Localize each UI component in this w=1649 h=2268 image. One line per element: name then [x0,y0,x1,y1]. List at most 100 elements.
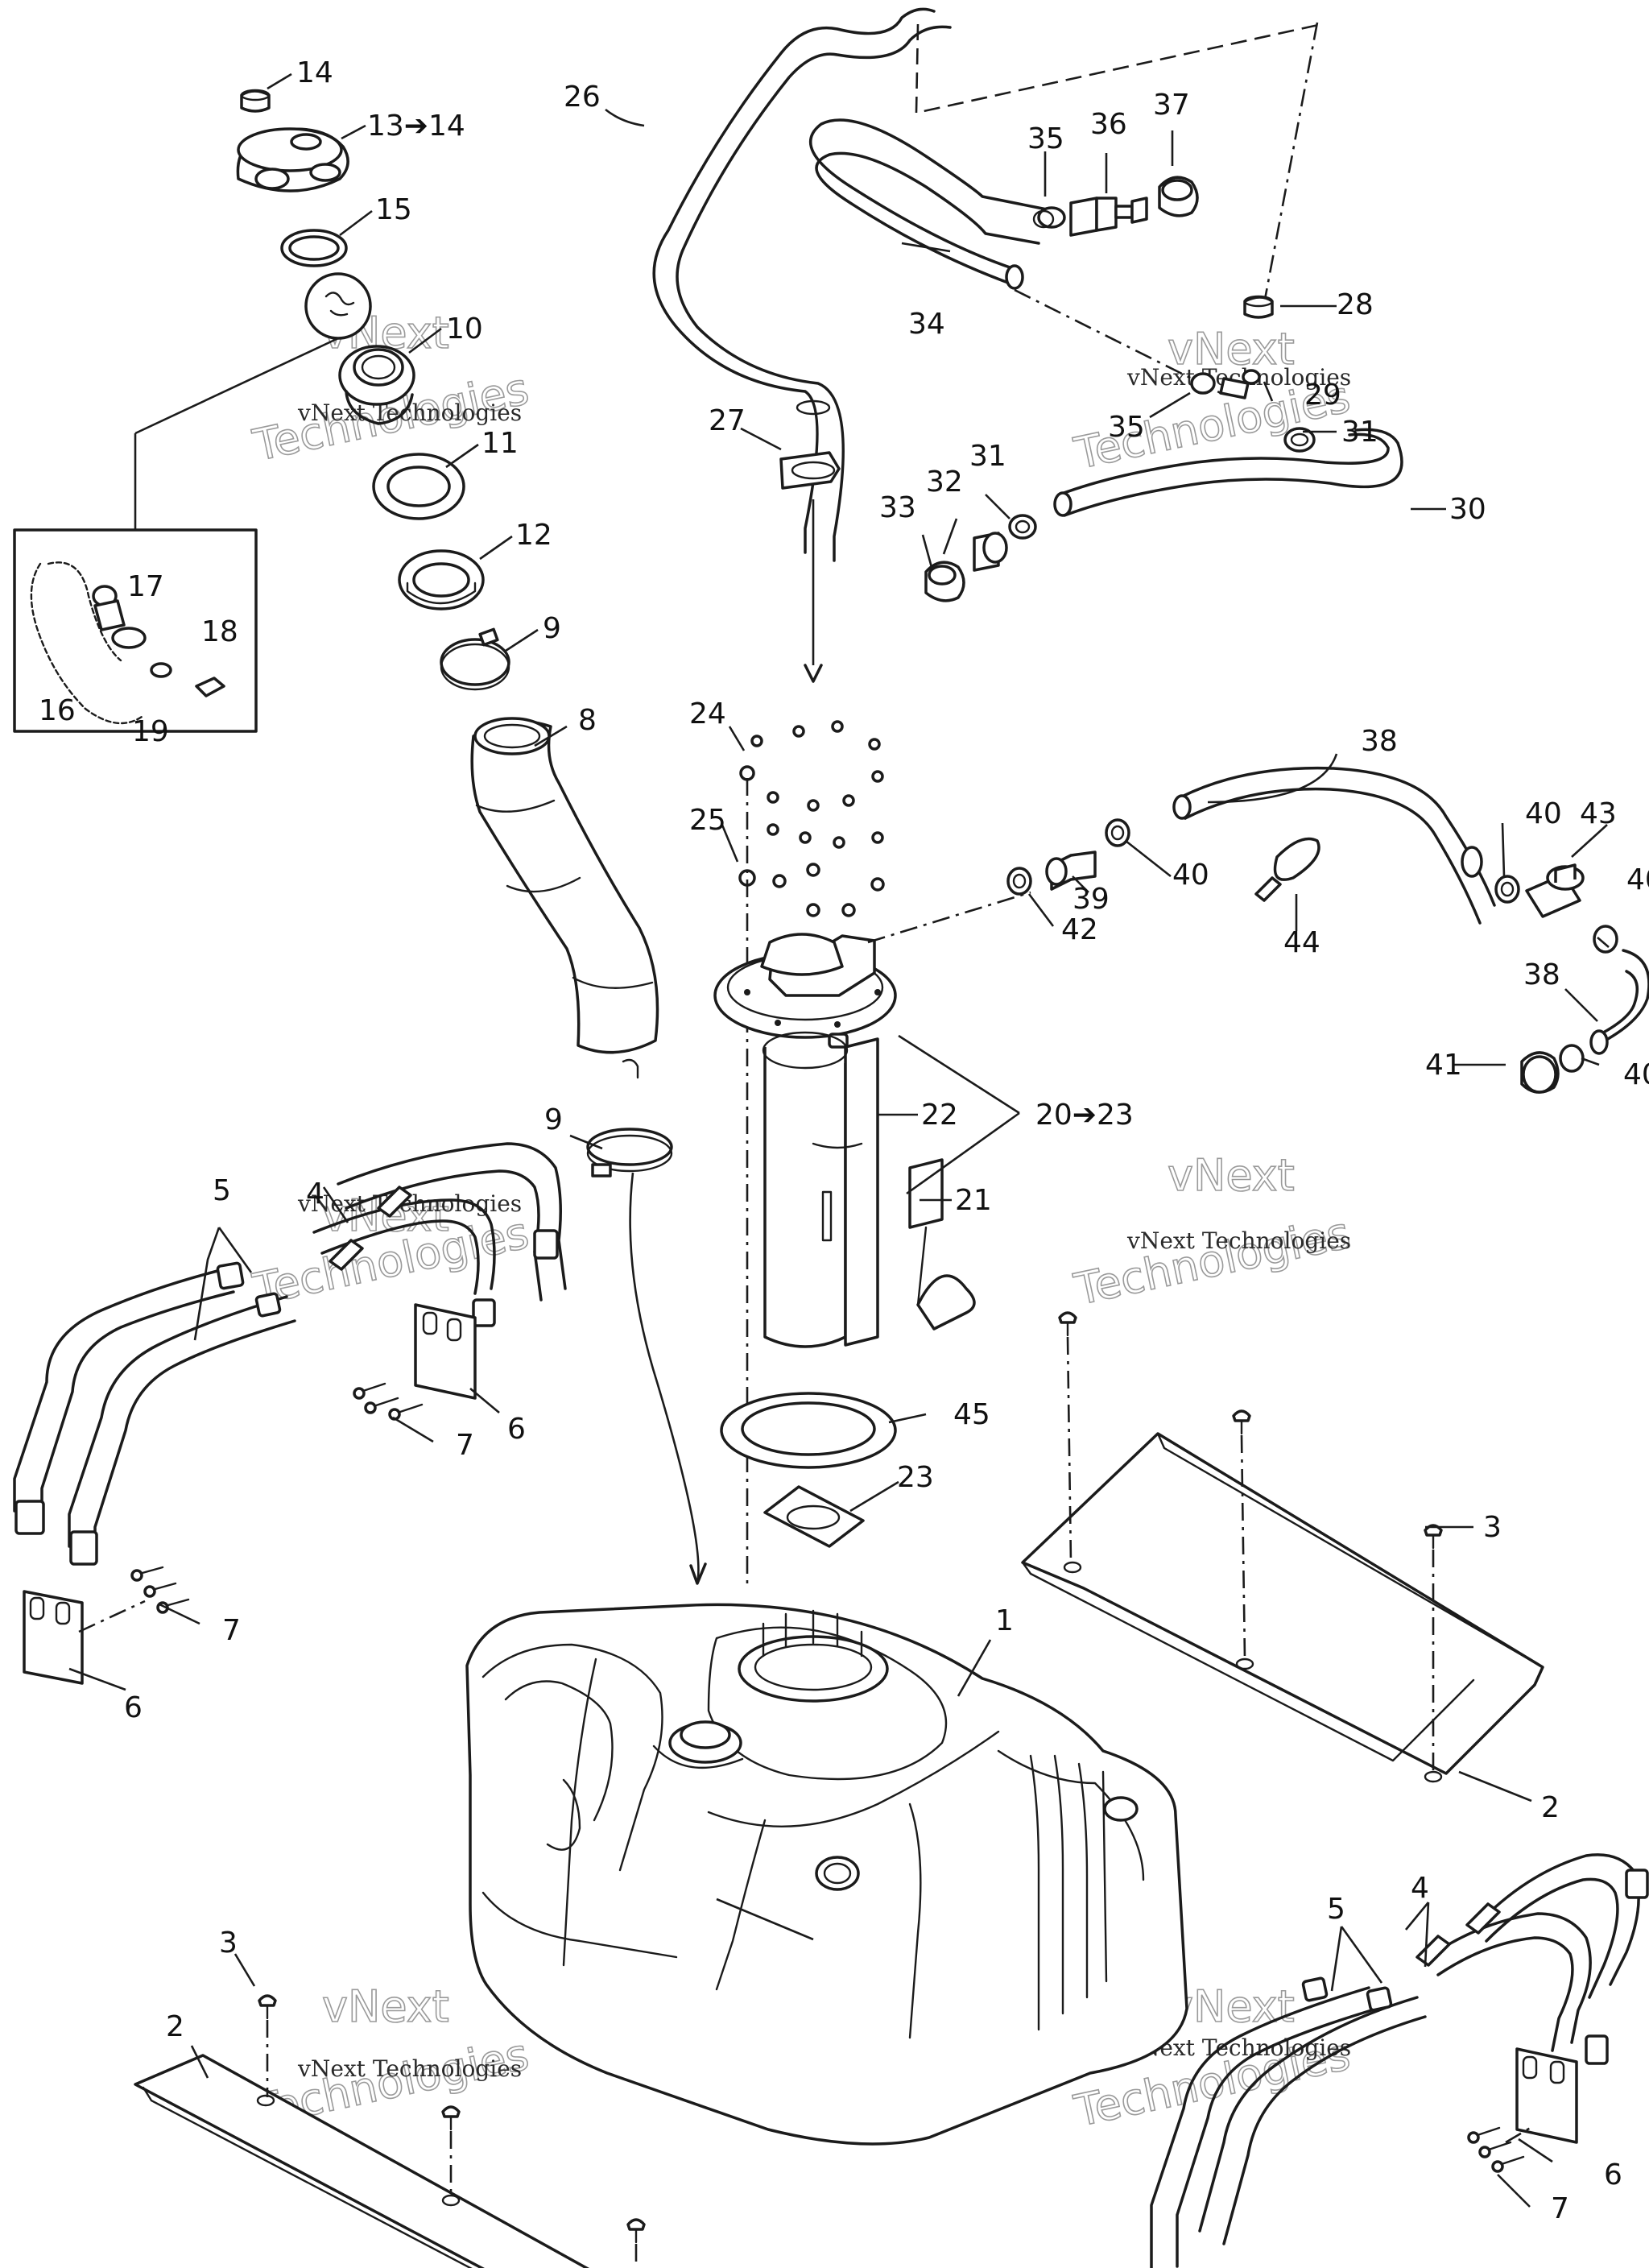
watermark-logo-top: vNext [1168,1150,1295,1201]
callout-29: 29 [1304,379,1341,412]
callout-15: 15 [375,193,412,226]
check-valve-36 [1069,197,1148,237]
vent-hose-26 [652,7,952,562]
supply-hose-38-lower [1589,949,1649,1055]
callout-44: 44 [1283,926,1320,959]
callout-9: 9 [544,1103,563,1136]
callout-10: 10 [446,312,483,346]
callout-5: 5 [213,1174,231,1207]
callout-6: 6 [1604,2158,1622,2191]
hose-clamp-28 [1243,295,1274,319]
vent-hose-30 [1053,428,1403,517]
callout-36: 36 [1090,108,1127,141]
hose-clamp-35-upper [1032,206,1066,229]
hose-clamp-40-b [1494,875,1520,904]
leader-lines [68,72,1610,2208]
callout-14: 14 [296,56,333,89]
callout-40: 40 [1172,859,1209,892]
watermark-logo-top: vNext [1168,324,1295,375]
vent-cap-37 [1158,176,1199,217]
callout-35: 35 [1027,122,1064,155]
callout-38: 38 [1523,958,1560,991]
callout-6: 6 [507,1413,526,1446]
guide-arrowhead [689,1562,707,1585]
callout-labels: 14 13➔14 15 10 11 12 9 8 9 17 18 16 19 2… [39,56,1649,2225]
pump-reservoir-22 [762,1031,879,1348]
tank-strap-upper-right [1415,1853,1649,2065]
cap-gasket [280,229,348,267]
callout-37: 37 [1153,89,1190,122]
bracket-bolts-upper [353,1382,424,1421]
callout-42: 42 [1061,913,1098,946]
watermark-mid-right: vNext Technologies vNext Technologies [1069,1149,1355,1316]
vent-connection-dashed [1014,288,1225,396]
callout-32: 32 [926,466,963,499]
bracket-bolts-right [1467,2125,1534,2173]
hose-clamp-40-d [1559,1044,1585,1073]
neck-gasket [372,453,465,520]
skid-plate-left [134,2054,590,2268]
watermark-text: vNext Technologies [1126,1227,1351,1254]
callout-8: 8 [578,704,597,737]
tank-strap-lower-left [13,1261,296,1566]
cable-tie-44 [1254,837,1320,902]
callout-33: 33 [879,491,916,524]
dashed-break-lines [915,22,1323,321]
hose-clamp-upper [440,627,510,691]
callout-5: 5 [1327,1893,1345,1926]
callout-27: 27 [709,404,746,437]
callout-3: 3 [219,1927,238,1960]
strap-bracket-upper [414,1303,477,1400]
hose-clamp-lower [586,1128,673,1177]
callout-20-23: 20➔23 [1035,1099,1134,1132]
hose-clamp-40-a [1105,818,1130,847]
callout-21: 21 [955,1184,992,1217]
callout-7: 7 [1551,2192,1569,2225]
callout-45: 45 [953,1398,990,1431]
filler-neck-flange [338,345,415,425]
callout-3: 3 [1483,1511,1502,1544]
skid-plate-right [1021,1432,1544,1783]
vent-cap-41 [1520,1051,1560,1094]
callout-19: 19 [132,715,169,748]
callout-2: 2 [166,2010,184,2043]
filler-hose [470,717,659,1079]
callout-9: 9 [543,612,561,645]
callout-18: 18 [201,615,238,648]
callout-34: 34 [908,308,945,341]
tether-detail-inset [13,337,339,733]
watermark-logo-bottom: Technologies [1070,1207,1354,1315]
hose-clamp-27 [779,451,841,490]
skid-plate-rivets-right [1058,1311,1443,1772]
callout-16: 16 [39,694,76,727]
vent-cap-33 [924,561,965,602]
callout-31: 31 [1341,416,1378,449]
callout-12: 12 [515,519,552,552]
vent-hose-34 [808,118,1048,290]
watermark-logo-top: vNext [322,1981,449,2032]
callout-40: 40 [1525,797,1562,830]
watermark-text: vNext Technologies [297,2055,522,2082]
bracket-bolts-lower [78,1566,190,1633]
pump-outlet-dashed [867,891,1031,944]
filler-cap-plug [240,89,271,113]
callout-23: 23 [897,1461,934,1494]
callout-22: 22 [921,1099,958,1132]
callout-39: 39 [1072,883,1110,916]
callout-35: 35 [1108,411,1145,444]
hose-clamp-40-c [1593,925,1618,954]
callout-40: 40 [1623,1058,1649,1091]
callout-13-14: 13➔14 [367,110,465,143]
neck-nut-ring [398,549,485,610]
callout-2: 2 [1541,1791,1560,1824]
hose-clamp-31-right [1283,427,1316,453]
fuel-pump-flange [713,933,897,1049]
quick-connect-39 [1045,850,1097,891]
supply-hose-38-upper [1172,766,1496,925]
check-valve-32 [973,532,1008,572]
filler-cap [236,127,349,192]
hose-clamp-35-lower [1190,372,1216,395]
callout-28: 28 [1337,288,1374,321]
callout-41: 41 [1425,1049,1462,1082]
callout-1: 1 [995,1604,1014,1637]
